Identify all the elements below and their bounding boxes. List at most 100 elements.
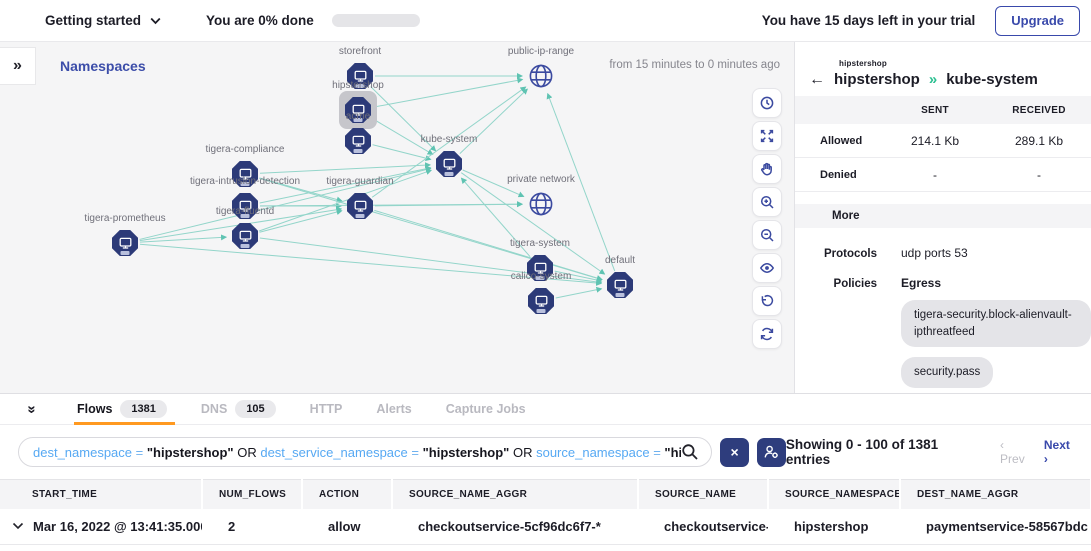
collapse-panel-icon[interactable]: » [23, 404, 41, 414]
graph-node-tigera-system[interactable]: tigera-system [510, 238, 570, 281]
detail-panel-header: hipstershop ← hipstershop » kube-system [795, 42, 1091, 96]
policy-tag: security.pass [901, 357, 994, 389]
pan-hand-button[interactable] [752, 154, 782, 184]
tab-alerts[interactable]: Alerts [376, 394, 411, 424]
graph-node-kube-system[interactable]: kube-system [421, 134, 477, 177]
graph-node-default[interactable]: default [605, 255, 635, 298]
user-settings-button[interactable] [757, 437, 786, 467]
namespace-icon [347, 193, 373, 219]
allowed-label: Allowed [820, 134, 863, 147]
graph-node-label: tigera-compliance [205, 144, 285, 155]
query-token-value: "hipstershop" [422, 444, 510, 460]
graph-edge-tigera-guardian-to-public-ip-range [371, 86, 527, 198]
column-header-dest_name_aggr[interactable]: DEST_NAME_AGGR [900, 479, 1091, 509]
undo-button[interactable] [752, 286, 782, 316]
upgrade-button[interactable]: Upgrade [995, 5, 1080, 36]
getting-started-menu[interactable]: Getting started [45, 13, 161, 28]
history-clock-button[interactable] [752, 88, 782, 118]
graph-node-calico-system[interactable]: calico-system [511, 271, 571, 314]
toggle-visibility-button[interactable] [752, 253, 782, 283]
column-header-start_time[interactable]: START_TIME [0, 479, 203, 509]
column-header-source_name[interactable]: SOURCE_NAME [638, 479, 769, 509]
flow-direction-icon: » [928, 71, 938, 88]
globe-icon [526, 189, 556, 219]
graph-node-acme[interactable]: acme [345, 111, 371, 154]
graph-edge-tigera-system-to-kube-system [460, 177, 531, 258]
namespace-icon [232, 223, 258, 249]
graph-node-label: hipstershop [332, 80, 384, 91]
next-page-button[interactable]: Next › [1043, 438, 1070, 466]
clear-filter-button[interactable]: × [720, 437, 750, 467]
cell-start_time: Mar 16, 2022 @ 13:41:35.000 [0, 508, 202, 545]
column-header-received: RECEIVED [1012, 104, 1066, 116]
denied-sent-value: - [933, 167, 937, 182]
query-token-value: "hipstershop" [146, 444, 234, 460]
column-header-source_namespace[interactable]: SOURCE_NAMESPACE [768, 479, 901, 509]
zoom-out-button[interactable] [752, 220, 782, 250]
graph-node-tigera-intrusion-detection[interactable]: tigera-intrusion-detection [190, 176, 300, 219]
graph-node-label: tigera-fluentd [215, 206, 275, 217]
more-section-header: More [795, 204, 1091, 228]
tab-http[interactable]: HTTP [310, 394, 343, 424]
graph-edge-kube-system-to-default [460, 172, 606, 275]
namespace-icon [345, 128, 371, 154]
graph-node-tigera-compliance[interactable]: tigera-compliance [206, 144, 284, 187]
graph-nodes: storefront hipstershop acme kube-system publ… [0, 42, 794, 393]
graph-node-label: tigera-system [509, 238, 571, 249]
query-token-field: source_namespace [536, 444, 650, 460]
pan-hand-icon [761, 162, 772, 176]
graph-node-label: storefront [338, 46, 382, 57]
expand-sidebar-button[interactable]: » [0, 47, 36, 85]
toggle-visibility-icon [759, 263, 775, 273]
zoom-in-button[interactable] [752, 187, 782, 217]
namespace-icon [607, 272, 633, 298]
expand-row-icon[interactable] [12, 522, 24, 531]
node-badge [240, 182, 250, 186]
graph-node-tigera-guardian[interactable]: tigera-guardian [326, 176, 394, 219]
policy-tags: tigera-security.block-alienvault-ipthrea… [901, 300, 1091, 393]
graph-node-storefront[interactable]: storefront [339, 46, 381, 89]
node-badge [444, 172, 454, 176]
query-token-field: dest_namespace [33, 444, 133, 460]
detail-title-dest: kube-system [946, 71, 1038, 88]
graph-edge-acme-to-kube-system [372, 144, 432, 162]
query-token-op: = [135, 444, 144, 460]
graph-edge-tigera-prometheus-to-default [139, 243, 603, 286]
graph-node-private-network[interactable]: private network [507, 174, 575, 219]
column-header-action[interactable]: ACTION [302, 479, 393, 509]
graph-node-tigera-prometheus[interactable]: tigera-prometheus [84, 213, 166, 256]
chevron-left-icon: ‹ [1000, 438, 1005, 452]
globe-icon [526, 61, 556, 91]
namespace-icon [528, 288, 554, 314]
column-header-source_name_aggr[interactable]: SOURCE_NAME_AGGR [392, 479, 639, 509]
detail-eyebrow: hipstershop [839, 59, 887, 68]
policy-tag: tigera-security.block-alienvault-ipthrea… [901, 300, 1091, 348]
chevron-down-icon [150, 17, 161, 24]
tab-capture-jobs[interactable]: Capture Jobs [446, 394, 526, 424]
refresh-button[interactable] [752, 319, 782, 349]
graph-edge-tigera-system-to-default [554, 270, 603, 283]
undo-icon [761, 294, 774, 307]
graph-node-hipstershop[interactable]: hipstershop [332, 80, 384, 129]
back-arrow-icon[interactable]: ← [809, 70, 825, 88]
flows-filter-input[interactable]: dest_namespace = "hipstershop" OR dest_s… [18, 437, 713, 467]
graph-edge-storefront-to-kube-system [370, 86, 437, 152]
graph-node-tigera-fluentd[interactable]: tigera-fluentd [216, 206, 274, 249]
column-header-num_flows[interactable]: NUM_FLOWS [202, 479, 303, 509]
graph-edge-tigera-fluentd-to-tigera-guardian [259, 209, 343, 233]
fit-to-screen-button[interactable] [752, 121, 782, 151]
cell-action: allow [302, 508, 392, 545]
user-gear-icon [764, 445, 779, 458]
chevron-right-icon: › [1043, 452, 1048, 466]
refresh-icon [760, 327, 774, 341]
denied-received-value: - [1037, 167, 1041, 182]
prev-page-button[interactable]: ‹ Prev [1000, 438, 1025, 466]
progress-bar [331, 14, 420, 27]
graph-node-public-ip-range[interactable]: public-ip-range [508, 46, 574, 91]
node-badge [355, 214, 365, 218]
